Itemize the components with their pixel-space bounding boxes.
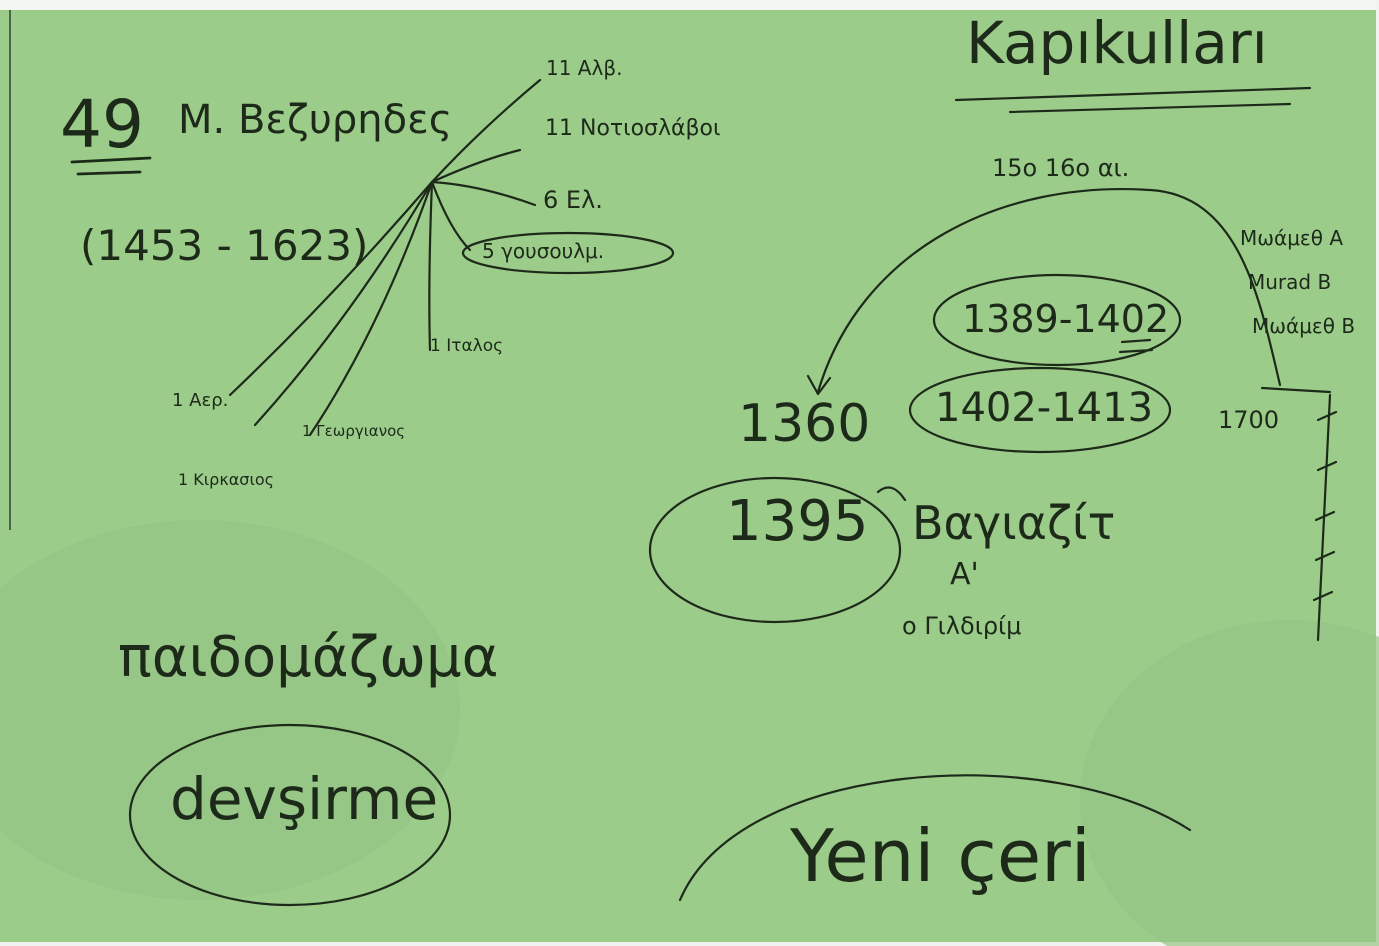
connector-1395	[876, 486, 907, 502]
year-1360: 1360	[738, 394, 871, 454]
branch-label: 1 Αερ.	[172, 390, 229, 411]
branch-lines	[228, 78, 542, 437]
arc-yeni-ceri	[678, 774, 1192, 902]
term-turkish: devşirme	[170, 765, 439, 833]
double-underline-1402	[1118, 338, 1154, 354]
arrow-head	[806, 374, 832, 396]
oval-5-muslim	[461, 231, 675, 275]
branch-label: 11 Αλβ.	[546, 56, 623, 80]
topic-title-kapikullari: Kapıkulları	[966, 9, 1268, 77]
ruler-name: Βαγιαζίτ	[912, 496, 1116, 550]
underline-49	[70, 156, 152, 176]
top-edge	[0, 0, 1379, 10]
topic-years: (1453 - 1623)	[80, 221, 369, 270]
oval-range-2	[908, 366, 1172, 454]
branch-label: 1 Γεωργιανος	[302, 422, 406, 440]
branch-label: 5 γουσουλμ.	[482, 239, 605, 263]
underline-kapikullari	[954, 86, 1312, 114]
branch-label: 1 Ιταλος	[430, 336, 504, 356]
year-1395: 1395	[726, 489, 869, 554]
bottom-edge	[0, 942, 1379, 946]
oval-range-1	[932, 273, 1182, 367]
centuries-label: 15ο 16ο αι.	[992, 154, 1130, 182]
sultan-label: Murad B	[1248, 270, 1332, 294]
ruler-note: ο Γιλδιρίμ	[902, 612, 1022, 640]
ruler-numeral: A'	[950, 557, 979, 592]
oval-1395	[648, 476, 902, 624]
sultan-label: Μωάμεθ B	[1252, 314, 1356, 338]
left-frame-line	[9, 10, 11, 530]
oval-devsirme	[128, 723, 452, 907]
branch-label: 11 Νοτιοσλάβοι	[545, 116, 721, 141]
term-yeni-ceri: Yeni çeri	[790, 814, 1091, 898]
base-1700	[1260, 386, 1332, 394]
branch-label: 6 Ελ.	[543, 186, 603, 214]
branch-label: 1 Κιρκασιος	[178, 470, 275, 489]
topic-number: 49	[60, 86, 144, 163]
year-1700: 1700	[1218, 406, 1280, 434]
topic-title: M. Βεζυρηδες	[178, 97, 453, 143]
glare-shade	[0, 520, 460, 900]
range-label: 1402-1413	[935, 385, 1154, 431]
timeline-arc	[816, 188, 1282, 394]
range-label: 1389-1402	[962, 297, 1170, 341]
right-edge	[1376, 0, 1379, 946]
timeline-ticks	[1312, 410, 1338, 602]
term-greek: παιδομάζωμα	[118, 625, 499, 690]
sultan-label: Μωάμεθ Α	[1240, 226, 1343, 250]
